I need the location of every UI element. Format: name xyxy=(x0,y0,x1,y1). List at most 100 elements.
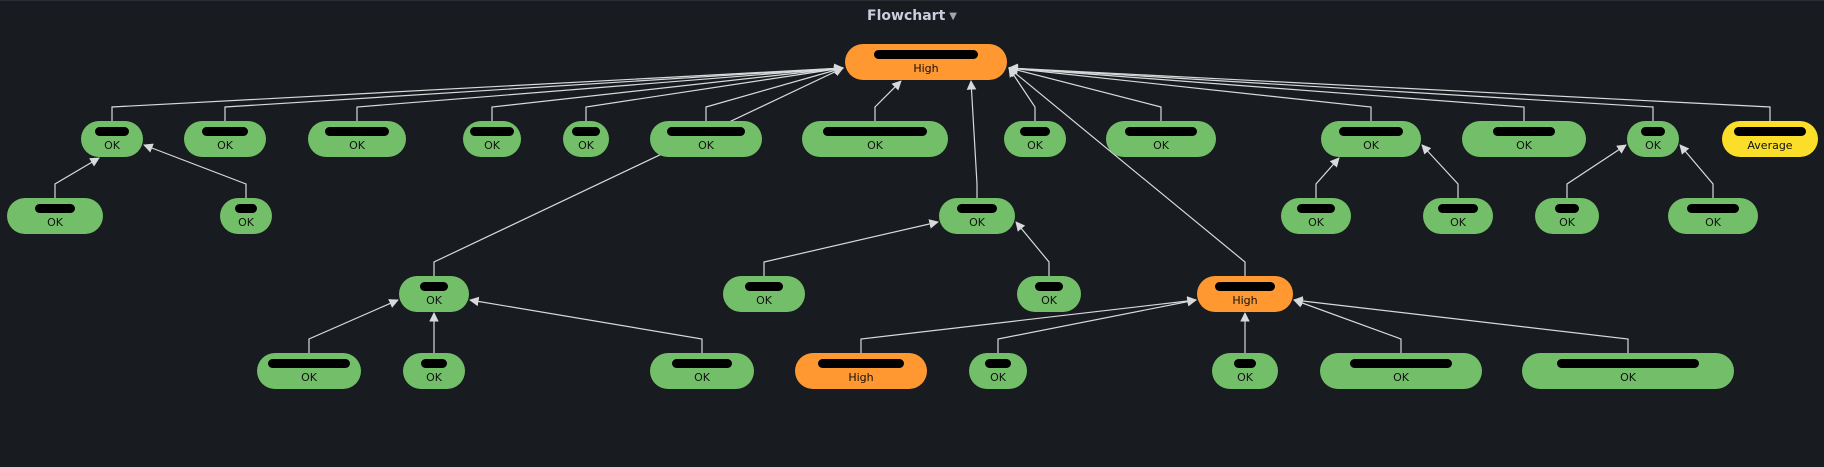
node-status-label: OK xyxy=(1027,139,1044,152)
node-n5[interactable]: OK xyxy=(563,121,609,157)
redacted-node-name xyxy=(420,282,448,291)
node-n12[interactable]: OK xyxy=(1627,121,1679,157)
edge-m1a-to-m1 xyxy=(763,219,939,276)
node-status-label: OK xyxy=(694,371,711,384)
node-n6[interactable]: OK xyxy=(650,121,762,157)
node-n1[interactable]: OK xyxy=(81,121,143,157)
edge-n8-to-root xyxy=(1008,67,1036,121)
node-pill xyxy=(1627,121,1679,157)
redacted-node-name xyxy=(470,127,514,136)
edge-m1b-to-m1 xyxy=(1015,221,1050,276)
node-root[interactable]: High xyxy=(845,44,1007,80)
node-n10[interactable]: OK xyxy=(1321,121,1421,157)
edge-n7-to-root xyxy=(874,80,902,121)
redacted-node-name xyxy=(818,359,904,368)
redacted-node-name xyxy=(667,127,745,136)
node-status-label: OK xyxy=(1450,216,1467,229)
node-c10b[interactable]: OK xyxy=(1423,198,1493,234)
node-status-label: OK xyxy=(1645,139,1662,152)
redacted-node-name xyxy=(957,204,997,213)
redacted-node-name xyxy=(1297,204,1335,213)
node-n11[interactable]: OK xyxy=(1462,121,1586,157)
node-b5[interactable]: OK xyxy=(969,353,1027,389)
redacted-node-name xyxy=(1125,127,1197,136)
edge-n13-to-root xyxy=(1008,63,1771,121)
node-n7[interactable]: OK xyxy=(802,121,948,157)
node-b3[interactable]: OK xyxy=(650,353,754,389)
redacted-node-name xyxy=(1438,204,1478,213)
redacted-node-name xyxy=(874,50,978,59)
edge-c12a-to-n12 xyxy=(1566,144,1627,198)
node-b4[interactable]: High xyxy=(795,353,927,389)
node-status-label: OK xyxy=(1363,139,1380,152)
node-status-label: OK xyxy=(238,216,255,229)
node-status-label: OK xyxy=(426,371,443,384)
node-status-label: Average xyxy=(1747,139,1792,152)
edge-n12-to-root xyxy=(1008,63,1654,121)
panel-title[interactable]: Flowchart xyxy=(867,8,946,24)
node-status-label: OK xyxy=(578,139,595,152)
redacted-node-name xyxy=(95,127,129,136)
edges-layer xyxy=(54,63,1771,353)
redacted-node-name xyxy=(745,282,783,291)
edge-c1a-to-n1 xyxy=(54,157,100,198)
node-status-label: OK xyxy=(301,371,318,384)
node-c12b[interactable]: OK xyxy=(1668,198,1758,234)
redacted-node-name xyxy=(1555,204,1579,213)
redacted-node-name xyxy=(985,359,1011,368)
edge-n2-to-root xyxy=(224,63,844,121)
node-n8[interactable]: OK xyxy=(1004,121,1066,157)
edge-b1-to-m2 xyxy=(308,299,399,353)
node-pill xyxy=(7,198,103,234)
node-pill xyxy=(403,353,465,389)
edge-n3-to-root xyxy=(356,63,844,121)
node-n9[interactable]: OK xyxy=(1106,121,1216,157)
node-pill xyxy=(1017,276,1081,312)
node-c1b[interactable]: OK xyxy=(220,198,272,234)
node-status-label: OK xyxy=(1237,371,1254,384)
node-b1[interactable]: OK xyxy=(257,353,361,389)
node-n4[interactable]: OK xyxy=(463,121,521,157)
node-c1a[interactable]: OK xyxy=(7,198,103,234)
node-b7[interactable]: OK xyxy=(1320,353,1482,389)
node-n3[interactable]: OK xyxy=(308,121,406,157)
node-n13[interactable]: Average xyxy=(1722,121,1818,157)
node-status-label: OK xyxy=(969,216,986,229)
node-m2[interactable]: OK xyxy=(399,276,469,312)
node-status-label: OK xyxy=(1559,216,1576,229)
redacted-node-name xyxy=(1734,127,1806,136)
redacted-node-name xyxy=(1350,359,1452,368)
node-status-label: OK xyxy=(990,371,1007,384)
node-m1[interactable]: OK xyxy=(939,198,1015,234)
node-b6[interactable]: OK xyxy=(1212,353,1278,389)
chevron-down-icon[interactable]: ▼ xyxy=(949,11,957,22)
edge-n4-to-root xyxy=(491,64,844,121)
redacted-node-name xyxy=(1234,359,1256,368)
panel-top-border xyxy=(0,0,1824,1)
edge-n1-to-root xyxy=(111,63,844,121)
node-status-label: OK xyxy=(756,294,773,307)
edge-n6-to-root xyxy=(705,65,844,121)
node-status-label: OK xyxy=(1393,371,1410,384)
node-b8[interactable]: OK xyxy=(1522,353,1734,389)
node-c10a[interactable]: OK xyxy=(1281,198,1351,234)
node-pill xyxy=(1212,353,1278,389)
panel-header[interactable]: Flowchart▼ xyxy=(0,8,1824,24)
node-pill xyxy=(723,276,805,312)
node-m1a[interactable]: OK xyxy=(723,276,805,312)
node-b2[interactable]: OK xyxy=(403,353,465,389)
node-status-label: High xyxy=(913,62,938,75)
node-c12a[interactable]: OK xyxy=(1535,198,1599,234)
node-n2[interactable]: OK xyxy=(184,121,266,157)
redacted-node-name xyxy=(421,359,447,368)
node-status-label: OK xyxy=(1153,139,1170,152)
redacted-node-name xyxy=(1557,359,1699,368)
node-pill xyxy=(969,353,1027,389)
node-status-label: OK xyxy=(349,139,366,152)
redacted-node-name xyxy=(202,127,248,136)
node-pill xyxy=(399,276,469,312)
redacted-node-name xyxy=(1641,127,1665,136)
node-m3[interactable]: High xyxy=(1197,276,1293,312)
node-status-label: OK xyxy=(1705,216,1722,229)
node-m1b[interactable]: OK xyxy=(1017,276,1081,312)
